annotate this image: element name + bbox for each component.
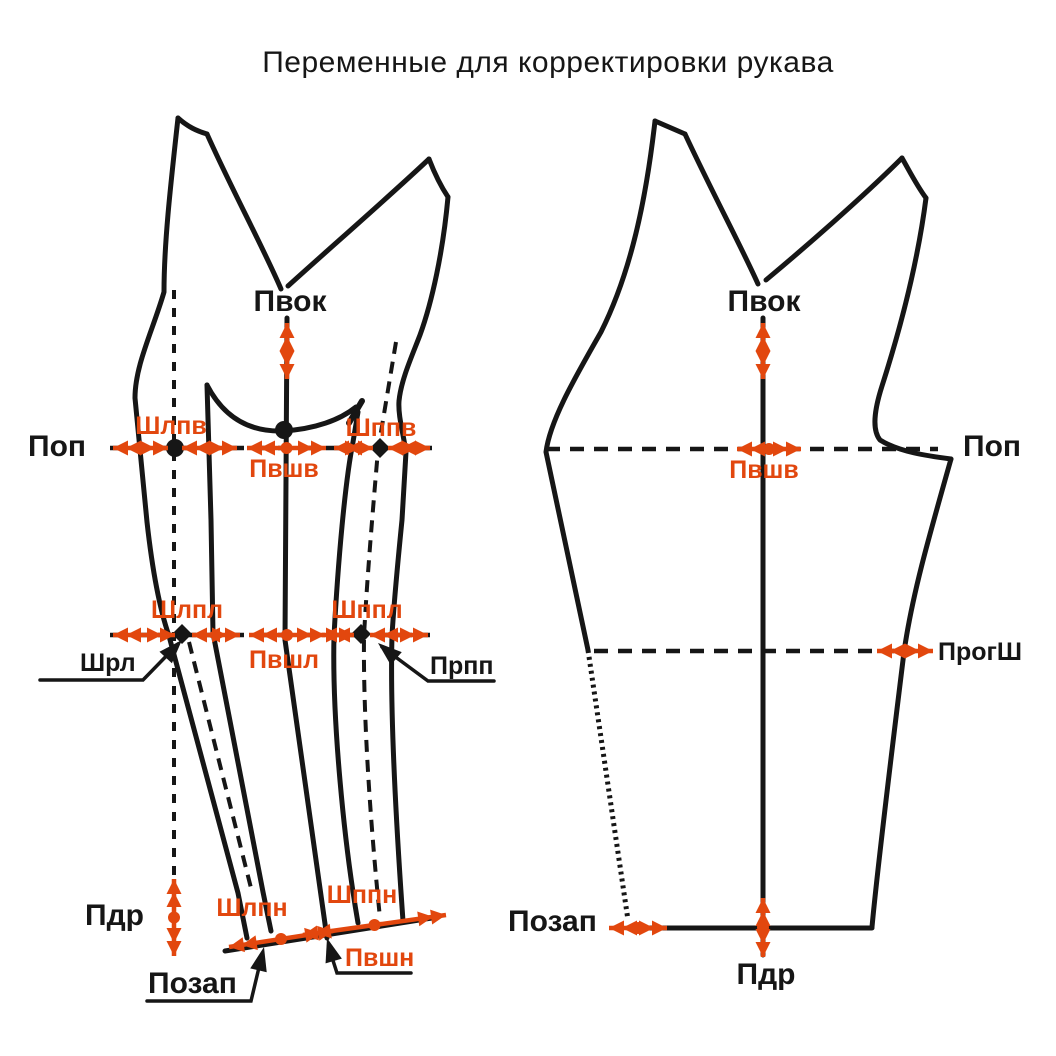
label-progsh: ПрогШ	[938, 638, 1022, 666]
right-pattern-left-edge-hatched	[585, 649, 631, 921]
label-shrl: Шрл	[80, 649, 136, 677]
right-pattern-right-notch	[899, 155, 929, 201]
label-shlpn: Шлпн	[216, 894, 287, 922]
right-pattern-inner-diagonal	[682, 131, 761, 287]
label-shppl: Шппл	[331, 596, 402, 624]
left-pattern-v-right-diagonal	[285, 156, 432, 289]
left-pattern-right-edge	[389, 194, 451, 924]
adjustment-arrow	[279, 323, 295, 379]
right-pattern-right-edge-lower	[869, 456, 954, 930]
label-pdr-right: Пдр	[737, 958, 796, 991]
adjustment-arrow	[737, 441, 801, 457]
left-pattern-left-edge	[132, 115, 250, 941]
adjustment-arrow	[113, 627, 175, 643]
junction-dot	[166, 439, 184, 457]
label-pop-right: Поп	[963, 430, 1021, 463]
adjustment-arrow	[192, 627, 240, 643]
adjustment-arrow	[755, 898, 771, 957]
callout-prpp	[380, 645, 496, 683]
left-pattern: Пвок Поп Шлпв Шппв Пвшв Шлпл Шппл Пвшл Ш…	[28, 115, 496, 1003]
adjustment-arrow	[249, 627, 325, 643]
junction-markers	[159, 421, 402, 973]
adjustment-arrow	[609, 920, 667, 936]
adjustment-arrow	[755, 323, 771, 379]
label-pozap-left: Позап	[148, 967, 237, 1000]
page-title: Переменные для корректировки рукава	[262, 46, 834, 79]
junction-dot	[275, 421, 293, 439]
label-pvok-left: Пвок	[254, 285, 328, 318]
right-band-dashed	[361, 341, 398, 919]
label-shppn: Шппн	[327, 881, 397, 909]
right-pattern-v-right-diagonal	[763, 155, 905, 283]
right-pattern: Пвок Пвшв Поп ПрогШ Позап Пдр	[508, 118, 1022, 991]
label-shlpl: Шлпл	[151, 596, 223, 624]
label-pvshl: Пвшл	[249, 646, 319, 674]
right-pattern-left-edge	[543, 118, 658, 653]
label-prpp: Прпп	[430, 652, 493, 680]
left-pattern-top-ledge	[175, 115, 210, 137]
left-pattern-center-line	[282, 315, 330, 941]
label-pvshn: Пвшн	[345, 944, 414, 972]
left-pattern-right-notch	[426, 156, 451, 200]
adjustment-arrow	[370, 627, 428, 643]
adjustment-arrows	[113, 323, 933, 957]
adjustment-arrow	[322, 627, 354, 643]
label-pvshv-right: Пвшв	[729, 456, 799, 484]
adjustment-arrow	[113, 440, 168, 456]
label-pdr-left: Пдр	[85, 899, 144, 932]
left-band-dashed	[187, 641, 253, 889]
label-pvshv-left: Пвшв	[249, 455, 319, 483]
label-pop-left: Поп	[28, 430, 86, 463]
armhole-end-tick	[346, 398, 365, 426]
adjustment-arrow	[388, 440, 430, 456]
adjustment-arrow	[302, 909, 447, 941]
label-pvok-right: Пвок	[728, 285, 802, 318]
adjustment-arrow	[877, 643, 933, 659]
right-pattern-top-ledge	[652, 118, 688, 137]
adjustment-arrow	[182, 440, 237, 456]
adjustment-arrow	[247, 440, 326, 456]
adjustment-arrow	[334, 440, 373, 456]
callout-pozap-left	[145, 957, 263, 1003]
right-pattern-right-edge-upper	[872, 195, 954, 462]
label-shlpv: Шлпв	[135, 412, 206, 440]
left-pattern-inner-seam-right	[331, 409, 361, 926]
left-pattern-inner-diagonal	[204, 131, 284, 292]
label-shppv: Шппв	[346, 414, 417, 442]
label-pozap-right: Позап	[508, 905, 597, 938]
adjustment-arrow	[166, 879, 182, 956]
